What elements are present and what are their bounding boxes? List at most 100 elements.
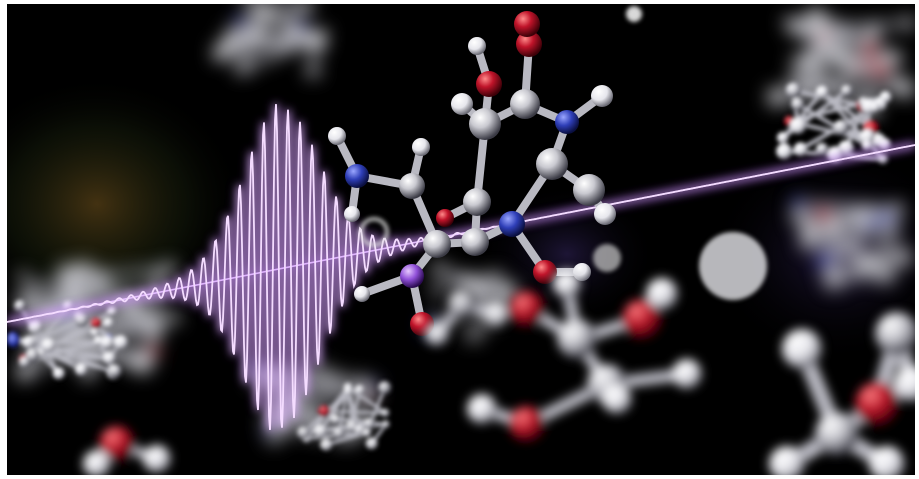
bond	[280, 4, 310, 10]
focus-molecule	[328, 11, 616, 336]
hydrogen-atom	[672, 359, 702, 389]
hydrogen-atom	[804, 220, 822, 238]
hydrogen-atom	[58, 264, 73, 279]
nitrogen-atom	[555, 110, 579, 134]
hydrogen-atom	[314, 424, 327, 438]
hydrogen-atom	[801, 237, 815, 250]
hydrogen-atom	[646, 278, 678, 310]
hydrogen-atom	[861, 139, 873, 151]
hydrogen-atom	[224, 29, 238, 44]
nitrogen-atom	[233, 14, 248, 29]
carbon-atom	[863, 57, 876, 70]
bond	[38, 351, 117, 373]
carbon-atom	[819, 34, 839, 54]
carbon-atom	[423, 230, 451, 258]
bond	[324, 430, 369, 447]
hydrogen-atom	[602, 384, 632, 414]
hydrogen-atom	[22, 336, 35, 349]
carbon-atom	[448, 290, 476, 318]
hydrogen-atom	[891, 202, 905, 217]
nitrogen-atom	[791, 196, 807, 212]
hydrogen-atom	[767, 87, 787, 108]
midground-molecules	[7, 82, 892, 451]
hydrogen-atom	[150, 327, 164, 341]
hydrogen-atom	[769, 446, 805, 475]
carbon-atom	[378, 381, 392, 395]
carbon-atom	[791, 97, 805, 111]
hydrogen-atom	[776, 143, 793, 160]
carbon-atom	[815, 142, 829, 157]
hydrogen-atom	[815, 85, 829, 99]
hydrogen-atom	[75, 363, 88, 376]
hydrogen-atom	[28, 319, 43, 334]
carbon-atom	[877, 154, 889, 165]
carbon-atom	[573, 174, 605, 206]
carbon-atom	[463, 188, 491, 216]
hydrogen-atom	[591, 85, 613, 107]
carbon-atom	[865, 26, 883, 44]
hydrogen-atom	[859, 128, 875, 144]
hydrogen-atom	[893, 248, 913, 268]
carbon-atom	[785, 82, 802, 99]
carbon-atom	[430, 285, 443, 298]
hydrogen-atom	[354, 384, 365, 395]
hydrogen-atom	[107, 306, 117, 316]
hydrogen-atom	[869, 102, 880, 112]
carbon-atom	[461, 228, 489, 256]
carbon-atom	[815, 412, 859, 456]
hydrogen-atom	[896, 79, 915, 99]
bond	[241, 8, 259, 71]
nitrogen-atom	[880, 211, 897, 228]
bond	[780, 90, 825, 140]
bond	[796, 201, 901, 213]
hydrogen-atom	[248, 4, 263, 18]
oxygen-atom	[436, 209, 454, 227]
hydrogen-atom	[215, 44, 232, 61]
hydrogen-atom	[792, 55, 806, 70]
carbon-atom	[356, 374, 368, 386]
hydrogen-atom	[144, 312, 158, 325]
hydrogen-atom	[330, 414, 341, 424]
oxygen-atom	[514, 11, 540, 37]
hydrogen-atom	[83, 450, 111, 475]
hydrogen-atom	[113, 335, 128, 350]
carbon-atom	[450, 274, 462, 286]
nitrogen-atom	[297, 20, 310, 33]
hydrogen-atom	[320, 438, 333, 451]
oxygen-atom	[509, 291, 545, 327]
carbon-atom	[536, 148, 568, 180]
hydrogen-atom	[365, 437, 378, 450]
hydrogen-atom	[18, 272, 28, 283]
hydrogen-atom	[809, 7, 825, 23]
hydrogen-atom	[451, 93, 473, 115]
hydrogen-atom	[100, 335, 114, 349]
carbon-atom	[107, 364, 122, 378]
nitrogen-atom	[816, 253, 835, 272]
hydrogen-atom	[468, 37, 486, 55]
carbon-atom	[381, 420, 391, 429]
hydrogen-atom	[102, 317, 114, 328]
bond	[828, 21, 901, 61]
hydrogen-atom	[553, 270, 581, 298]
light-pulse	[7, 103, 915, 431]
carbon-atom	[875, 312, 915, 356]
nitrogen-atom	[864, 215, 880, 231]
hydrogen-atom	[791, 209, 807, 225]
hydrogen-atom	[823, 268, 845, 291]
oxygen-atom	[533, 260, 557, 284]
bond	[820, 90, 874, 131]
hydrogen-atom	[814, 69, 827, 82]
hydrogen-atom	[75, 261, 91, 277]
oxygen-atom	[516, 31, 542, 57]
oxygen-atom	[99, 426, 135, 462]
oxygen-atom	[509, 406, 545, 442]
oxygen-atom	[476, 71, 502, 97]
hydrogen-atom	[102, 351, 116, 365]
hydrogen-atom	[67, 287, 80, 300]
carbon-atom	[14, 299, 27, 312]
hydrogen-atom	[883, 52, 900, 68]
hydrogen-atom	[168, 312, 181, 324]
hydrogen-atom	[16, 364, 34, 382]
hydrogen-atom	[793, 142, 808, 157]
